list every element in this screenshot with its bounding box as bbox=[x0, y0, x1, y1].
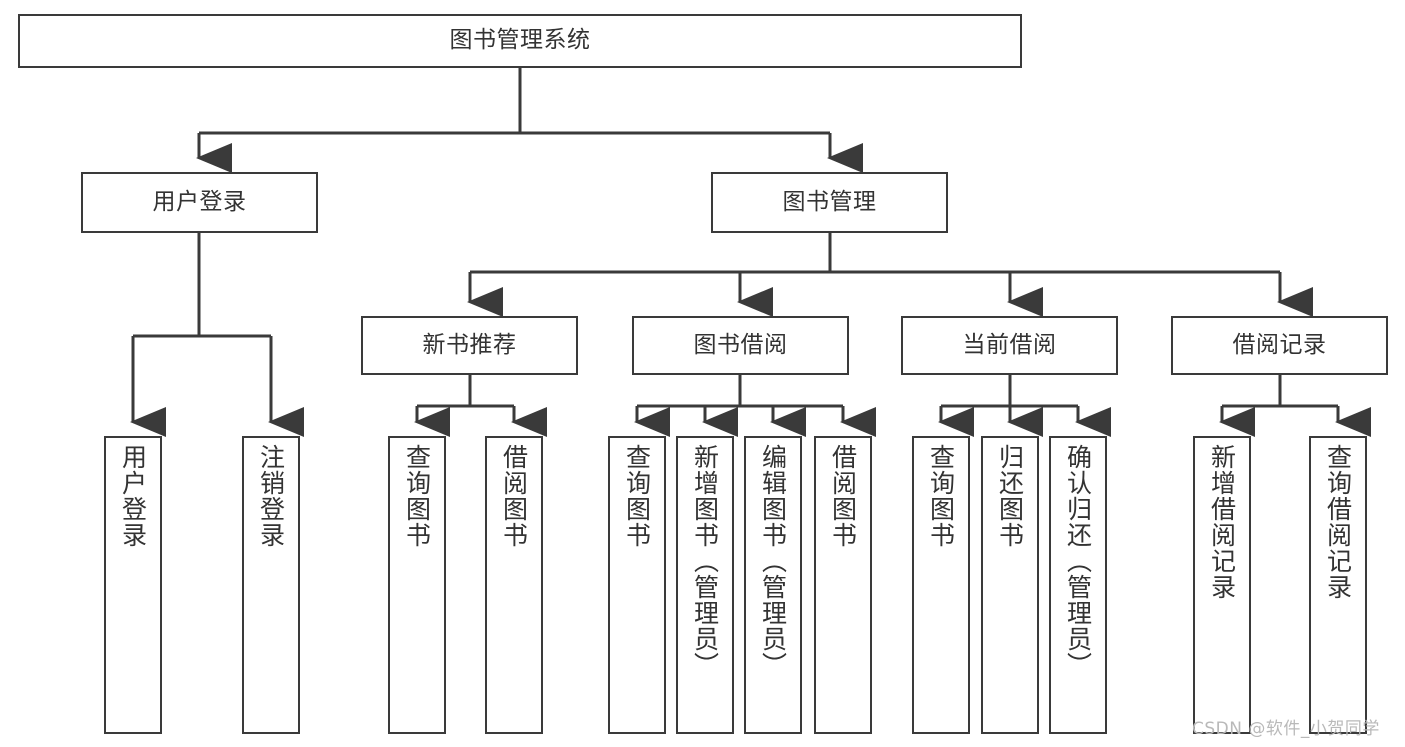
leaf-edit-book-admin[interactable]: 编辑图书（管理员） bbox=[744, 436, 802, 734]
leaf-return-book[interactable]: 归还图书 bbox=[981, 436, 1039, 734]
leaf-query-book-recommend[interactable]: 查询图书 bbox=[388, 436, 446, 734]
leaf-add-borrow-record[interactable]: 新增借阅记录 bbox=[1193, 436, 1251, 734]
leaf-logout[interactable]: 注销登录 bbox=[242, 436, 300, 734]
node-label: 图书管理 bbox=[782, 188, 877, 215]
node-label: 新增图书（管理员） bbox=[690, 444, 720, 678]
node-user-login[interactable]: 用户登录 bbox=[81, 172, 318, 233]
node-label: 新增借阅记录 bbox=[1207, 444, 1237, 600]
node-label: 当前借阅 bbox=[962, 331, 1057, 358]
node-label: 确认归还（管理员） bbox=[1063, 444, 1093, 678]
leaf-confirm-return-admin[interactable]: 确认归还（管理员） bbox=[1049, 436, 1107, 734]
node-root-book-management-system[interactable]: 图书管理系统 bbox=[18, 14, 1022, 68]
node-new-book-recommend[interactable]: 新书推荐 bbox=[361, 316, 578, 375]
node-label: 查询借阅记录 bbox=[1323, 444, 1353, 600]
leaf-add-book-admin[interactable]: 新增图书（管理员） bbox=[676, 436, 734, 734]
node-label: 注销登录 bbox=[256, 444, 286, 548]
node-book-borrow[interactable]: 图书借阅 bbox=[632, 316, 849, 375]
node-label: 查询图书 bbox=[926, 444, 956, 548]
node-label: 查询图书 bbox=[622, 444, 652, 548]
node-label: 图书管理系统 bbox=[449, 27, 591, 54]
leaf-user-login[interactable]: 用户登录 bbox=[104, 436, 162, 734]
leaf-borrow-book[interactable]: 借阅图书 bbox=[814, 436, 872, 734]
node-label: 编辑图书（管理员） bbox=[758, 444, 788, 678]
node-book-management[interactable]: 图书管理 bbox=[711, 172, 948, 233]
leaf-borrow-book-recommend[interactable]: 借阅图书 bbox=[485, 436, 543, 734]
leaf-query-book-current[interactable]: 查询图书 bbox=[912, 436, 970, 734]
node-current-borrow[interactable]: 当前借阅 bbox=[901, 316, 1118, 375]
node-label: 用户登录 bbox=[152, 188, 247, 215]
leaf-query-borrow-record[interactable]: 查询借阅记录 bbox=[1309, 436, 1367, 734]
node-label: 借阅记录 bbox=[1232, 331, 1327, 358]
watermark-text: CSDN @软件_小贺同学 bbox=[1192, 719, 1380, 739]
node-label: 用户登录 bbox=[118, 444, 148, 548]
node-label: 借阅图书 bbox=[499, 444, 529, 548]
node-borrow-record[interactable]: 借阅记录 bbox=[1171, 316, 1388, 375]
node-label: 查询图书 bbox=[402, 444, 432, 548]
node-label: 图书借阅 bbox=[693, 331, 788, 358]
leaf-query-book-borrow[interactable]: 查询图书 bbox=[608, 436, 666, 734]
node-label: 归还图书 bbox=[995, 444, 1025, 548]
node-label: 新书推荐 bbox=[422, 331, 517, 358]
node-label: 借阅图书 bbox=[828, 444, 858, 548]
